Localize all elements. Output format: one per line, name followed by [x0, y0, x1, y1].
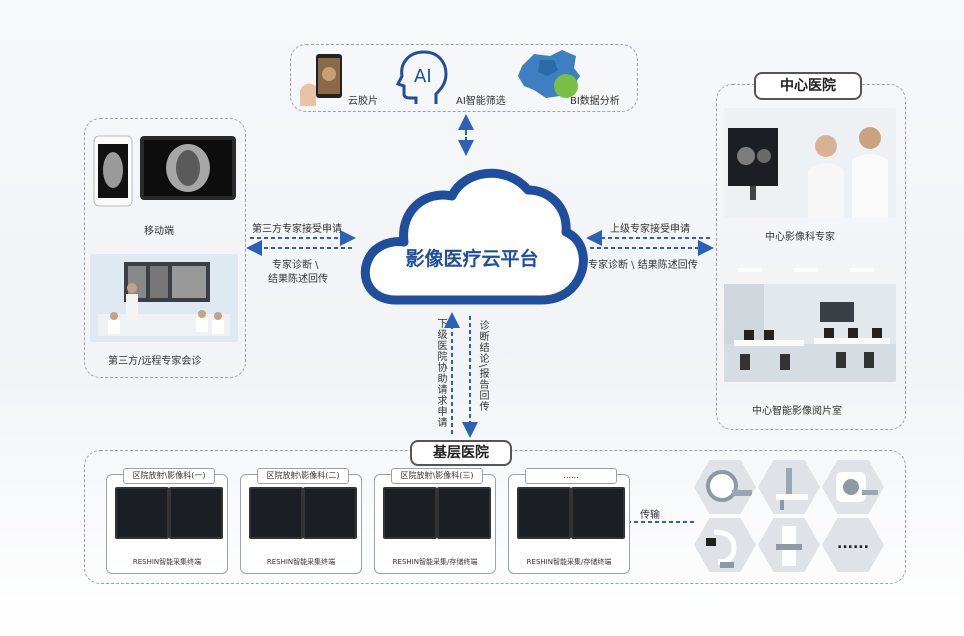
monitor-right	[571, 487, 625, 539]
left-arrow-top-label: 第三方专家接受申请	[252, 224, 342, 235]
station-tag: 区院放射\影像科(三)	[391, 468, 483, 484]
station-caption: RESHIN智能采集终端	[266, 558, 336, 566]
monitor-left	[517, 487, 571, 539]
down-left-label: 下级医院协助请求申请	[435, 318, 446, 428]
expert-photo	[724, 108, 896, 218]
station-1: 区院放射\影像科(一) RESHIN智能采集终端	[106, 468, 228, 574]
base-hospital-title: 基层医院	[410, 440, 512, 466]
ai-head-icon: AI	[394, 48, 452, 106]
remote-consult-photo	[90, 254, 238, 342]
ai-glyph: AI	[414, 66, 432, 87]
reading-room-photo	[724, 262, 896, 382]
top-feature-box	[290, 44, 638, 112]
station-3: 区院放射\影像科(三) RESHIN智能采集/存储终端	[374, 468, 496, 574]
station-tag: 区院放射\影像科(一)	[123, 468, 215, 484]
china-map-icon	[514, 46, 584, 102]
station-caption: RESHIN智能采集/存储终端	[526, 558, 612, 566]
mobile-devices-photo	[92, 132, 238, 208]
station-caption: RESHIN智能采集终端	[132, 558, 202, 566]
cloud-platform: 影像医疗云平台	[356, 150, 588, 312]
left-arrow-bottom-label-2: 结果陈述回传	[268, 274, 328, 285]
station-4: ...... RESHIN智能采集/存储终端	[508, 468, 630, 574]
top-item-cloud-film: 云胶片	[348, 96, 378, 107]
station-2: 区院放射\影像科(二) RESHIN智能采集终端	[240, 468, 362, 574]
right-arrow-top-label: 上级专家接受申请	[610, 224, 690, 235]
cloud-title: 影像医疗云平台	[405, 248, 539, 270]
down-right-label: 诊断结论\报告回传	[477, 320, 488, 413]
top-item-bi-analysis: BI数据分析	[570, 96, 620, 107]
mobile-label: 移动端	[144, 226, 174, 237]
monitor-left	[115, 487, 169, 539]
more-dots: ......	[837, 536, 869, 552]
station-caption: RESHIN智能采集/存储终端	[392, 558, 478, 566]
monitor-left	[249, 487, 303, 539]
left-arrow-bottom-label-1: 专家诊断 \	[272, 260, 319, 271]
phone-photo	[298, 52, 346, 106]
reading-room-label: 中心智能影像阅片室	[752, 406, 842, 417]
expert-label: 中心影像科专家	[765, 232, 835, 243]
monitor-right	[437, 487, 491, 539]
monitor-left	[383, 487, 437, 539]
station-tag: 区院放射\影像科(二)	[257, 468, 349, 484]
station-tag: ......	[525, 468, 617, 484]
top-item-ai-screening: AI智能筛选	[456, 96, 506, 107]
right-arrow-bottom-label: 专家诊断 \ 结果陈述回传	[588, 260, 698, 271]
monitor-right	[169, 487, 223, 539]
monitor-right	[303, 487, 357, 539]
central-hospital-title: 中心医院	[754, 72, 862, 100]
left-box	[84, 118, 246, 378]
remote-consult-label: 第三方/远程专家会诊	[108, 356, 202, 367]
transfer-label: 传输	[640, 510, 660, 521]
